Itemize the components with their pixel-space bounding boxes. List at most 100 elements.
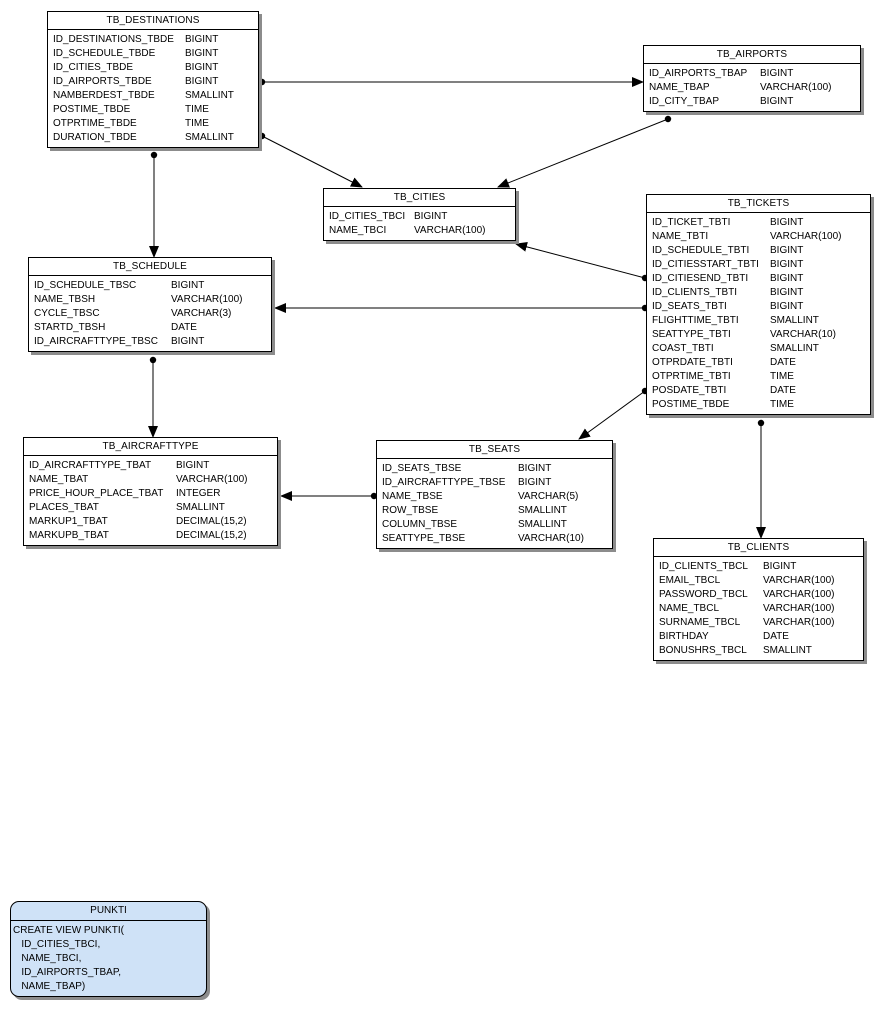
column-row: FLIGHTTIME_TBTI SMALLINT: [652, 314, 870, 328]
column-type: SMALLINT: [518, 505, 567, 516]
entity-title: TB_TICKETS: [647, 195, 870, 213]
relationship-destinations-schedule: [149, 151, 159, 258]
column-type: DATE: [770, 385, 796, 396]
column-type: VARCHAR(10): [518, 533, 584, 544]
relationship-tickets-clients: [756, 419, 766, 539]
relationship-tickets-schedule: [274, 303, 649, 313]
column-type: DATE: [770, 357, 796, 368]
column-name: POSDATE_TBTI: [652, 385, 727, 396]
entity-seats[interactable]: TB_SEATS ID_SEATS_TBSE BIGINT ID_AIRCRAFTTY…: [376, 440, 613, 549]
column-type: VARCHAR(3): [171, 308, 232, 319]
entity-title: TB_SEATS: [377, 441, 612, 459]
column-name: ID_SEATS_TBSE: [382, 463, 462, 474]
column-type: INTEGER: [176, 488, 221, 499]
column-type: VARCHAR(100): [763, 603, 835, 614]
column-type: BIGINT: [770, 245, 804, 256]
column-type: BIGINT: [171, 280, 205, 291]
column-name: FLIGHTTIME_TBTI: [652, 315, 739, 326]
column-name: PASSWORD_TBCL: [659, 589, 748, 600]
column-name: CYCLE_TBSC: [34, 308, 100, 319]
column-name: ID_CLIENTS_TBCL: [659, 561, 748, 572]
column-name: ID_SCHEDULE_TBDE: [53, 48, 156, 59]
relationship-origin-dot: [664, 115, 672, 123]
view-sql-line: NAME_TBCI,: [13, 953, 82, 964]
view-sql: CREATE VIEW PUNKTI( ID_CITIES_TBCI, NAME…: [11, 921, 206, 994]
column-type: BIGINT: [185, 62, 219, 73]
column-name: ID_DESTINATIONS_TBDE: [53, 34, 174, 45]
relationship-origin-dot: [757, 419, 765, 427]
relationship-origin-dot: [258, 132, 266, 140]
relationship-origin-dot: [150, 151, 158, 159]
column-name: ID_AIRCRAFTTYPE_TBAT: [29, 460, 152, 471]
column-type: SMALLINT: [770, 343, 819, 354]
column-type: BIGINT: [185, 34, 219, 45]
column-type: BIGINT: [518, 477, 552, 488]
entity-title: TB_CLIENTS: [654, 539, 863, 557]
relationship-line: [261, 135, 363, 188]
column-type: BIGINT: [770, 217, 804, 228]
view-sql-line: NAME_TBAP): [13, 981, 86, 992]
view-sql-line: ID_AIRPORTS_TBAP,: [13, 967, 122, 978]
column-type: BIGINT: [770, 273, 804, 284]
column-type: TIME: [185, 104, 209, 115]
column-type: SMALLINT: [185, 90, 234, 101]
column-name: NAME_TBTI: [652, 231, 709, 242]
column-name: STARTD_TBSH: [34, 322, 106, 333]
column-type: DATE: [763, 631, 789, 642]
column-name: POSTIME_TBDE: [652, 399, 730, 410]
column-row: POSTIME_TBDE TIME: [652, 398, 870, 412]
column-name: MARKUP1_TBAT: [29, 516, 108, 527]
column-type: TIME: [770, 371, 794, 382]
column-name: DURATION_TBDE: [53, 132, 137, 143]
relationship-destinations-airports: [258, 77, 644, 87]
column-name: ID_AIRCRAFTTYPE_TBSE: [382, 477, 506, 488]
column-type: SMALLINT: [185, 132, 234, 143]
column-type: DATE: [171, 322, 197, 333]
column-row: ID_DESTINATIONS_TBDE BIGINT: [53, 33, 258, 47]
column-name: ID_CITY_TBAP: [649, 96, 720, 107]
column-type: SMALLINT: [770, 315, 819, 326]
column-type: BIGINT: [760, 68, 794, 79]
entity-title: TB_AIRPORTS: [644, 46, 860, 64]
column-name: ID_SEATS_TBTI: [652, 301, 727, 312]
relationship-seats-aircrafttype: [280, 491, 378, 501]
view-sql-line: ID_CITIES_TBCI,: [13, 939, 101, 950]
column-name: ID_CITIESEND_TBTI: [652, 273, 749, 284]
column-name: NAME_TBCI: [329, 225, 387, 236]
column-type: VARCHAR(10): [770, 329, 836, 340]
column-type: TIME: [770, 399, 794, 410]
column-name: PLACES_TBAT: [29, 502, 99, 513]
entity-title: TB_SCHEDULE: [29, 258, 271, 276]
column-name: ID_AIRPORTS_TBDE: [53, 76, 152, 87]
relationship-airports-cities: [497, 115, 672, 188]
